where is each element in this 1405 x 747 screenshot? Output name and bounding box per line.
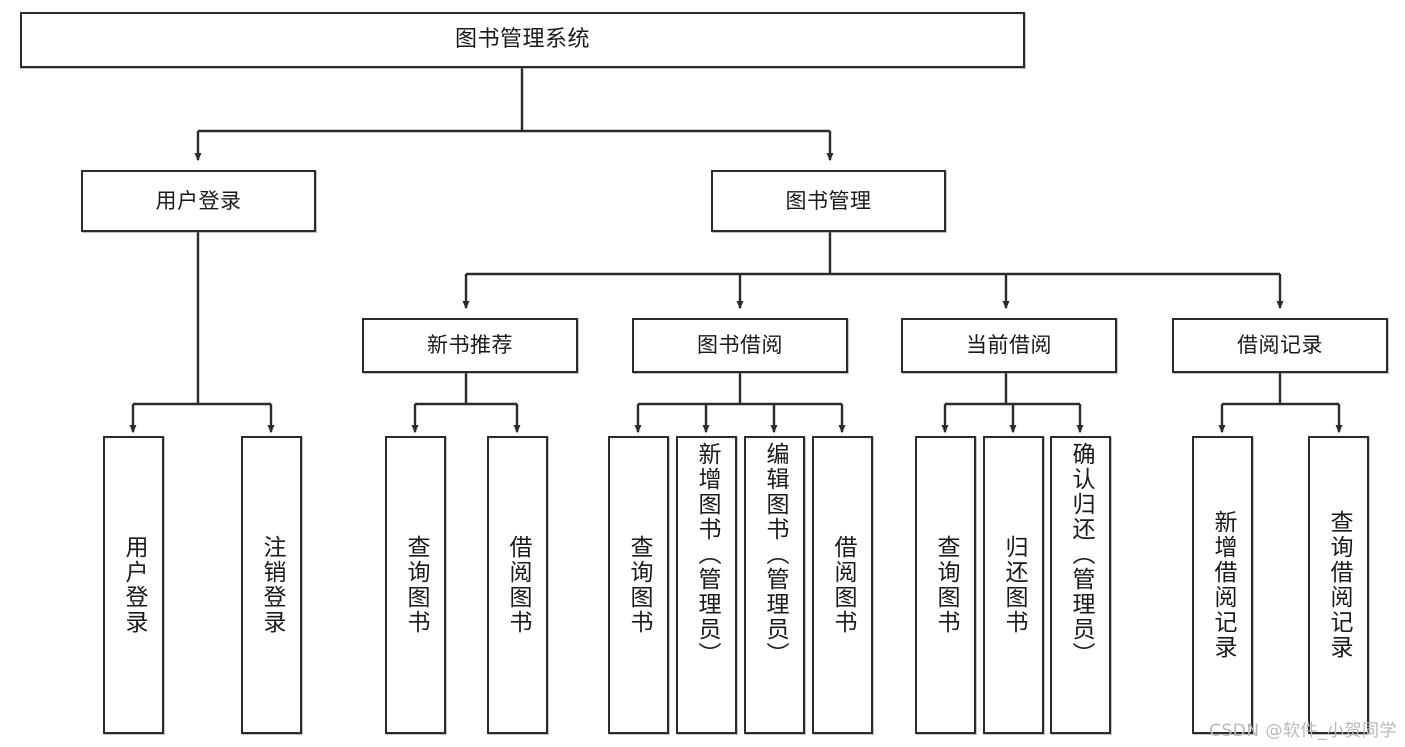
leaf-query-book-3-label: 查询图书 — [933, 535, 959, 635]
node-user-login-label: 用户登录 — [155, 188, 242, 213]
leaf-user-login[interactable]: 用户登录 — [103, 436, 164, 734]
leaf-add-book-admin-label: 新增图书（管理员） — [694, 442, 720, 667]
leaf-user-login-label: 用户登录 — [121, 535, 147, 635]
leaf-borrow-book-2-label: 借阅图书 — [830, 535, 856, 635]
leaf-query-book-1-label: 查询图书 — [403, 535, 429, 635]
node-book-borrow-label: 图书借阅 — [697, 333, 783, 358]
node-new-book-recommend[interactable]: 新书推荐 — [362, 318, 578, 373]
node-book-manage[interactable]: 图书管理 — [711, 170, 946, 232]
leaf-edit-book-admin[interactable]: 编辑图书（管理员） — [744, 436, 805, 734]
leaf-query-book-1[interactable]: 查询图书 — [385, 436, 446, 734]
leaf-add-book-admin[interactable]: 新增图书（管理员） — [676, 436, 737, 734]
leaf-query-book-2[interactable]: 查询图书 — [608, 436, 669, 734]
csdn-watermark: CSDN @软件_小贺同学 — [1209, 721, 1397, 741]
leaf-logout-label: 注销登录 — [259, 535, 285, 635]
leaf-query-book-2-label: 查询图书 — [626, 535, 652, 635]
node-book-borrow[interactable]: 图书借阅 — [632, 318, 848, 373]
leaf-borrow-book-1[interactable]: 借阅图书 — [487, 436, 548, 734]
leaf-return-book[interactable]: 归还图书 — [983, 436, 1044, 734]
node-root-label: 图书管理系统 — [454, 27, 590, 53]
node-current-borrow-label: 当前借阅 — [966, 333, 1052, 358]
leaf-query-book-3[interactable]: 查询图书 — [915, 436, 976, 734]
node-current-borrow[interactable]: 当前借阅 — [901, 318, 1117, 373]
node-book-manage-label: 图书管理 — [785, 188, 872, 213]
leaf-logout[interactable]: 注销登录 — [241, 436, 302, 734]
leaf-query-borrow-record[interactable]: 查询借阅记录 — [1308, 436, 1369, 734]
leaf-confirm-return-admin[interactable]: 确认归还（管理员） — [1050, 436, 1111, 734]
node-borrow-record-label: 借阅记录 — [1237, 333, 1323, 358]
leaf-add-borrow-record-label: 新增借阅记录 — [1210, 510, 1236, 660]
node-user-login[interactable]: 用户登录 — [81, 170, 316, 232]
leaf-confirm-return-admin-label: 确认归还（管理员） — [1068, 442, 1094, 667]
node-borrow-record[interactable]: 借阅记录 — [1172, 318, 1388, 373]
node-new-book-recommend-label: 新书推荐 — [427, 333, 513, 358]
node-root[interactable]: 图书管理系统 — [20, 12, 1025, 68]
leaf-return-book-label: 归还图书 — [1001, 535, 1027, 635]
leaf-edit-book-admin-label: 编辑图书（管理员） — [762, 442, 788, 667]
leaf-query-borrow-record-label: 查询借阅记录 — [1326, 510, 1352, 660]
leaf-add-borrow-record[interactable]: 新增借阅记录 — [1192, 436, 1253, 734]
leaf-borrow-book-1-label: 借阅图书 — [505, 535, 531, 635]
leaf-borrow-book-2[interactable]: 借阅图书 — [812, 436, 873, 734]
